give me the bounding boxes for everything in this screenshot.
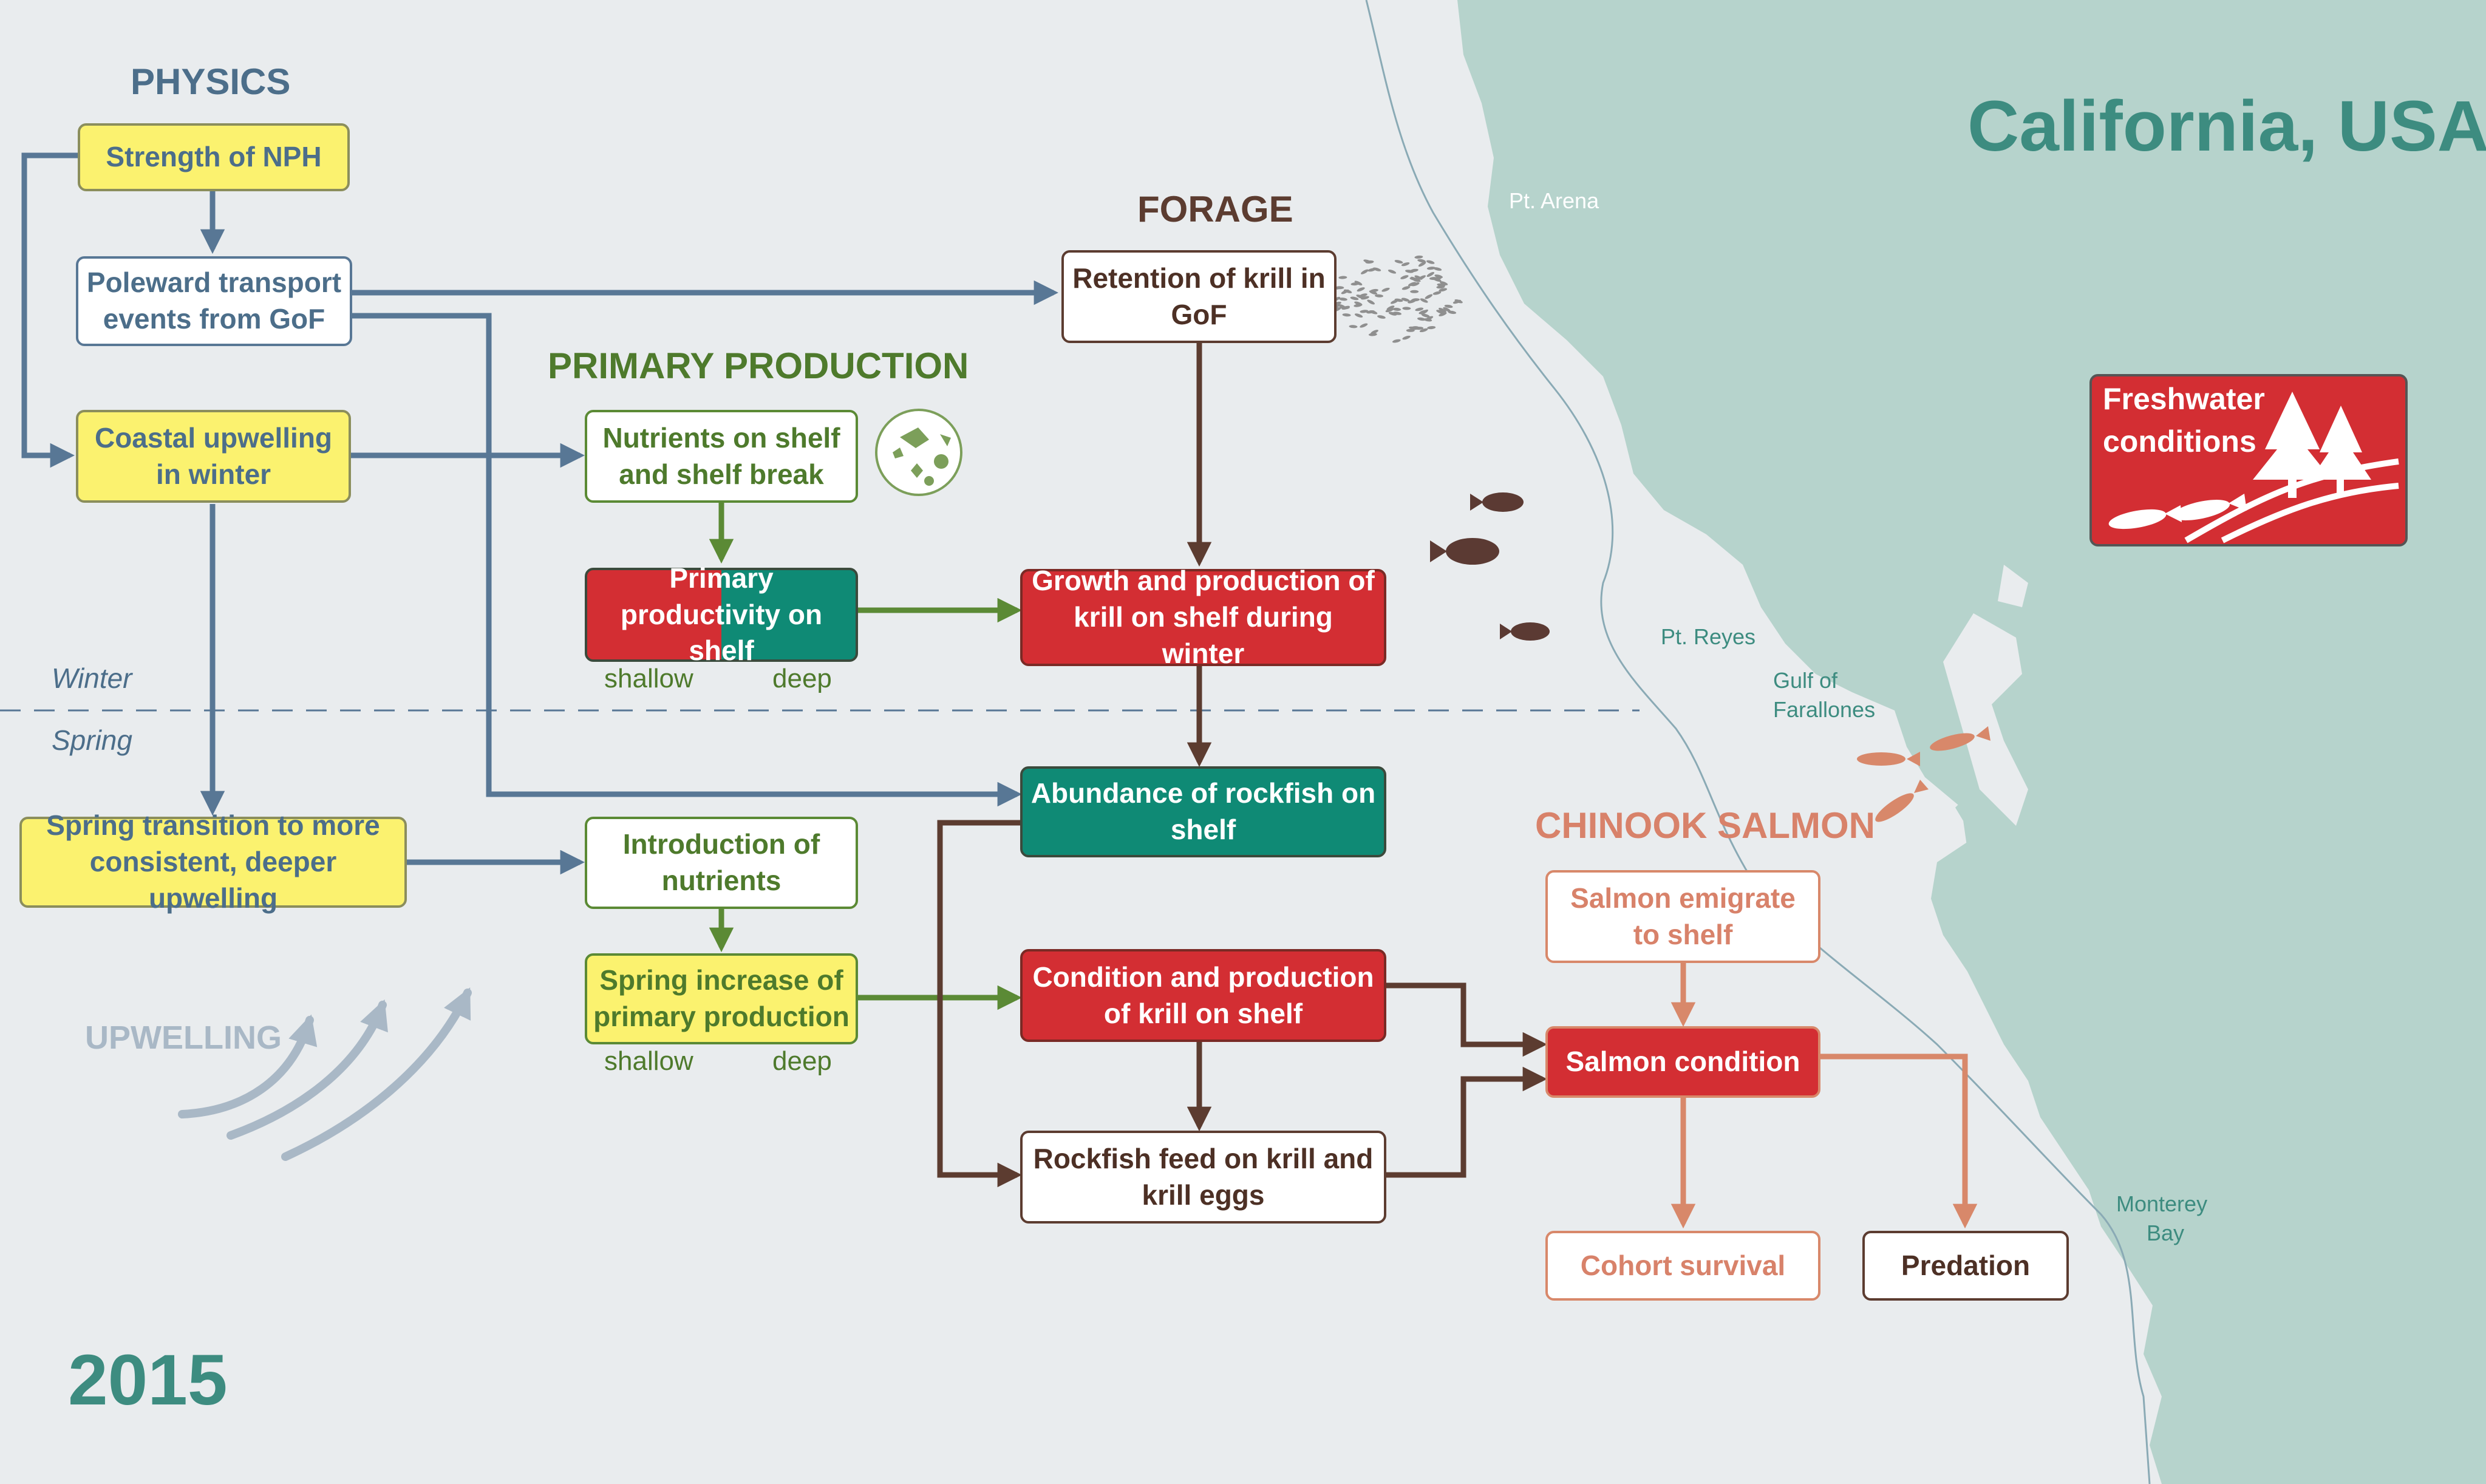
box-spring-transition: Spring transition to more consistent, de… [19,817,407,908]
label-shallow-spring: shallow [604,1046,693,1077]
box-rockfish-feed: Rockfish feed on krill and krill eggs [1020,1131,1386,1224]
krill-dot [1388,269,1397,274]
place-gulf-line1: Gulf of [1773,668,1837,693]
place-monterey-line2: Bay [2147,1220,2184,1246]
upwelling-label: UPWELLING [85,1019,282,1057]
krill-dot [1426,271,1435,277]
box-predation: Predation [1862,1231,2069,1301]
box-retention-krill: Retention of krill in GoF [1061,250,1337,343]
krill-dot [1402,307,1411,310]
krill-dot [1360,268,1369,275]
season-winter: Winter [52,662,132,695]
krill-dot [1414,255,1423,259]
arrow-condition-to-salmon [1386,985,1542,1044]
krill-dot [1342,313,1350,317]
header-primary-production: PRIMARY PRODUCTION [548,345,969,387]
freshwater-line1: Freshwater [2103,381,2265,417]
box-salmon-emigrate: Salmon emigrate to shelf [1545,870,1820,963]
krill-dot [1400,274,1409,280]
upwelling-arrows [182,993,468,1157]
place-gulf-line2: Farallones [1773,697,1875,723]
box-cohort-survival: Cohort survival [1545,1231,1820,1301]
krill-dot [1338,276,1347,279]
header-physics: PHYSICS [131,61,290,103]
header-forage: FORAGE [1137,188,1293,230]
krill-dot [1406,329,1415,332]
box-spring-increase: Spring increase of primary production [585,953,858,1044]
krill-dot [1372,267,1381,272]
arrow-rockfish-to-salmon [1386,1079,1542,1175]
arrow-condition-to-predation [1820,1057,1965,1224]
krill-dot [1377,315,1386,319]
box-salmon-condition: Salmon condition [1545,1026,1820,1098]
header-chinook-salmon: CHINOOK SALMON [1535,805,1875,846]
box-strength-npf: Strength of NPH [78,123,350,191]
place-monterey-line1: Monterey [2116,1191,2207,1217]
year-label: 2015 [68,1339,228,1421]
krill-swarm-icon [1330,255,1463,343]
krill-dot [1392,307,1401,311]
label-deep-spring: deep [772,1046,832,1077]
krill-dot [1426,259,1435,265]
krill-dot [1375,294,1383,298]
krill-dot [1392,339,1401,344]
label-deep-winter: deep [772,664,832,694]
krill-dot [1402,335,1411,340]
krill-dot [1381,287,1391,292]
krill-dot [1366,299,1375,305]
season-spring: Spring [52,724,132,757]
krill-dot [1357,287,1366,293]
freshwater-line2: conditions [2103,424,2256,459]
box-coastal-upwelling: Coastal upwelling in winter [76,410,351,503]
phytoplankton-icon [876,410,961,495]
krill-dot [1359,322,1368,328]
krill-dot [1424,293,1433,300]
label-shallow-winter: shallow [604,664,693,694]
place-pt-arena: Pt. Arena [1509,188,1599,214]
krill-dot [1349,325,1357,328]
rockfish-icon [1430,492,1550,641]
krill-dot [1354,313,1363,318]
box-primary-productivity: Primary productivity on shelf [585,568,858,662]
krill-dot [1394,259,1403,264]
krill-dot [1427,325,1435,329]
box-growth-krill: Growth and production of krill on shelf … [1020,569,1386,666]
place-pt-reyes: Pt. Reyes [1661,624,1756,650]
krill-dot [1410,290,1418,293]
box-condition-krill: Condition and production of krill on she… [1020,949,1386,1042]
box-poleward-transport: Poleward transport events from GoF [76,256,352,346]
arrow-npf-to-coastal [24,155,78,455]
box-introduction-nutrients: Introduction of nutrients [585,817,858,909]
map-title: California, USA [1967,85,2486,168]
krill-dot [1369,333,1377,336]
box-abundance-rockfish: Abundance of rockfish on shelf [1020,766,1386,857]
arrow-poleward-to-abundance [352,316,1017,794]
box-nutrients-shelf: Nutrients on shelf and shelf break [585,410,858,503]
